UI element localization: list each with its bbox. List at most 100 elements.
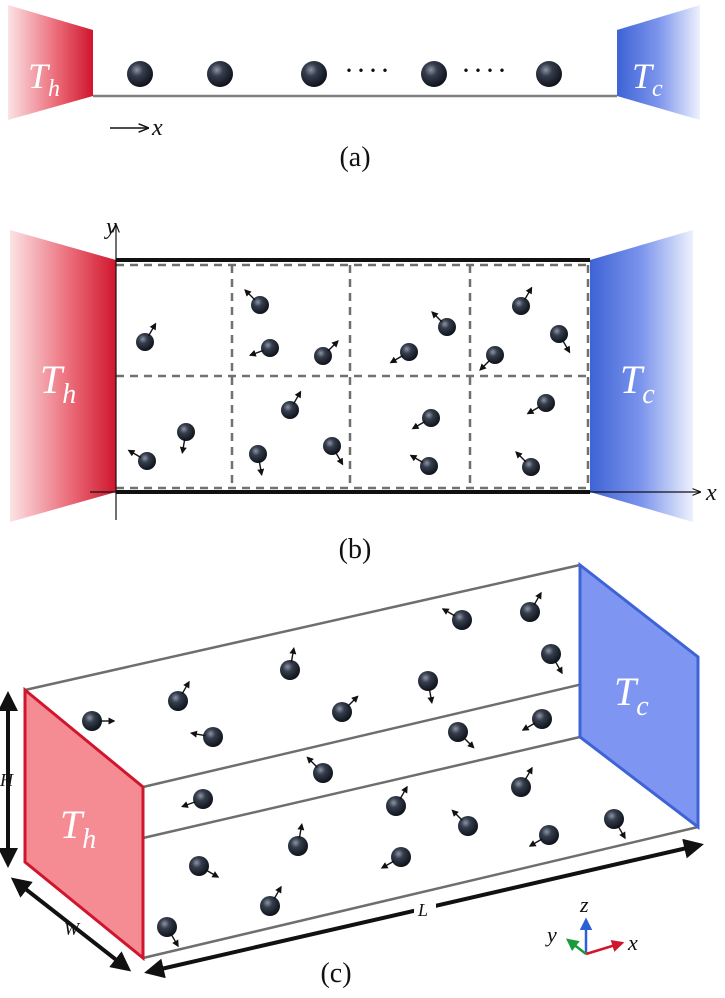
particle [515,451,540,476]
panel-c-width-dimension: W [10,877,132,972]
velocity-arrow [292,390,302,405]
particle [431,311,456,336]
panel-c: Tc Th H W L z x y (c) [0,561,704,989]
velocity-arrow [427,688,435,705]
panel-c-axis-triad: z x y [545,892,638,956]
chain-ellipsis: ···· [461,54,509,87]
particle [127,449,156,470]
panel-a-particles [127,61,562,87]
panel-c-height-dimension: H [0,691,19,868]
velocity-arrow [524,766,533,781]
triad-z-label: z [579,892,589,917]
chain-particle [127,61,153,87]
particle [181,789,213,809]
particle [244,289,269,314]
panel-b-cold-reservoir [590,230,693,522]
velocity-arrow [409,454,424,464]
panel-a-hot-reservoir [8,5,93,120]
height-label: H [0,770,14,790]
panel-b: Th Tc x y (b) [10,214,717,565]
chain-ellipsis: ···· [344,54,392,87]
panel-c-length-dimension: L [144,838,704,979]
particle [380,847,411,869]
panel-b-hot-reservoir [10,230,116,522]
panel-c-caption: (c) [320,958,351,989]
length-label: L [417,900,428,920]
velocity-arrow [181,801,196,808]
particle [541,644,563,675]
panel-b-x-label: x [705,480,717,506]
chain-particle [207,61,233,87]
velocity-arrow [380,860,395,869]
velocity-arrow [205,869,220,878]
velocity-arrow [170,933,179,948]
particle [512,286,533,315]
velocity-arrow [347,695,359,707]
particle [386,785,408,816]
particle [441,608,472,630]
velocity-arrow [127,449,142,459]
particle [248,339,279,357]
velocity-arrow [479,359,491,371]
particle [411,409,440,430]
velocity-arrow [327,340,339,352]
velocity-arrow [399,785,408,800]
panel-c-cold-label: Tc [614,669,649,722]
particle [332,695,359,722]
panel-a-cold-reservoir [617,5,700,120]
panel-a-x-label: x [151,115,163,141]
velocity-arrow [528,838,543,847]
particle [168,680,190,711]
velocity-arrow [334,451,344,466]
velocity-arrow [533,591,542,606]
particle [511,766,533,797]
width-label: W [64,919,81,939]
panel-a-hot-label: Th [28,56,60,102]
velocity-arrow [248,349,264,357]
particle [604,809,626,840]
particle [306,756,333,783]
velocity-arrow [463,737,475,749]
panel-b-caption: (b) [339,534,372,565]
velocity-arrow [431,311,443,323]
particle [409,454,438,475]
velocity-arrow [521,722,536,731]
chain-particle [421,61,447,87]
triad-y-label: y [545,922,557,947]
chain-particle [301,61,327,87]
velocity-arrow [244,289,256,301]
particle [157,917,179,948]
panel-b-y-label: y [104,214,117,240]
panel-c-particles [82,591,626,948]
particle [526,394,555,415]
panel-b-cold-label: Tc [620,357,655,410]
particle [189,856,220,878]
triad-x-label: x [627,930,638,955]
particle [314,340,339,365]
velocity-arrow [441,608,456,617]
particle [448,722,475,749]
velocity-arrow [523,286,533,301]
particle [528,825,559,847]
particle [418,671,438,705]
panel-a-caption: (a) [339,142,370,173]
particle [550,325,571,354]
particle [249,445,267,477]
panel-a: Th ···· ···· Tc x (a) [8,5,700,173]
velocity-arrow [189,730,206,738]
panel-b-particles [127,286,571,477]
velocity-arrow [451,809,463,821]
velocity-arrow [306,756,318,768]
particle [136,322,157,351]
velocity-arrow [617,825,626,840]
particle [189,727,223,747]
velocity-arrow [257,460,265,477]
velocity-arrow [297,822,305,839]
velocity-arrow [179,438,187,455]
velocity-arrow [554,660,563,675]
particle [521,709,552,731]
velocity-arrow [147,322,157,337]
velocity-arrow [273,885,282,900]
panel-b-cell-grid [116,263,590,490]
